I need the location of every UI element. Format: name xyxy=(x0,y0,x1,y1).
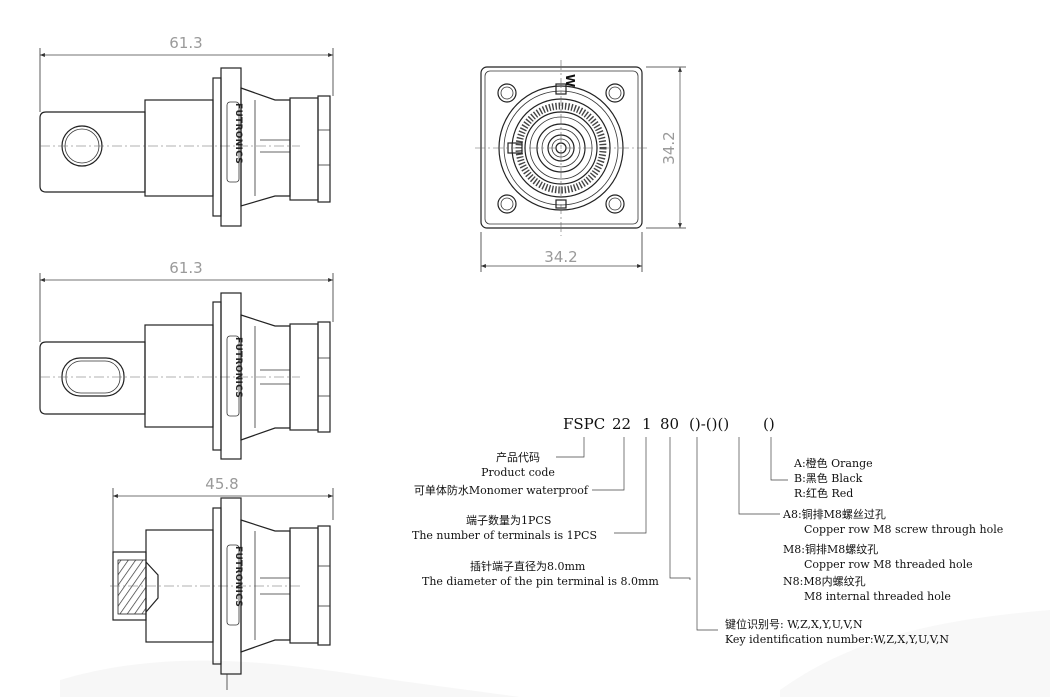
label-key-id-en: Key identification number:W,Z,X,Y,U,V,N xyxy=(725,633,949,646)
dim-length-bottom: 45.8 xyxy=(205,475,238,493)
brand-logo-top: FUTRONICS xyxy=(233,103,243,164)
background-watermark xyxy=(60,610,1050,697)
dim-length-top: 61.3 xyxy=(169,34,202,52)
label-terminals-cn: 端子数量为1PCS xyxy=(466,514,551,527)
front-view: W 34.2 34.2 xyxy=(475,60,686,272)
code-terminals: 1 xyxy=(642,415,652,433)
label-m8-cn: M8:铜排M8螺纹孔 xyxy=(783,542,878,556)
dim-square-height: 34.2 xyxy=(660,131,678,164)
label-diameter-en: The diameter of the pin terminal is 8.0m… xyxy=(422,575,659,588)
code-diameter: 80 xyxy=(660,415,679,433)
label-color-orange: A:橙色 Orange xyxy=(793,456,873,470)
code-options: ()-()() xyxy=(689,415,729,433)
mounting-hole-tl xyxy=(497,83,517,103)
label-product-code-cn: 产品代码 xyxy=(496,450,540,464)
mounting-hole-br xyxy=(605,194,625,214)
label-product-code-en: Product code xyxy=(481,466,555,479)
label-color-black: B:黑色 Black xyxy=(794,471,863,485)
code-series: FSPC xyxy=(563,415,605,433)
part-code-legend: FSPC 22 1 80 ()-()() () 产品代码 Product cod… xyxy=(412,415,1003,646)
brand-logo-bottom: FUTRONICS xyxy=(233,546,243,607)
side-view-top: 61.3 FUTRONICS xyxy=(39,34,334,227)
label-terminals-en: The number of terminals is 1PCS xyxy=(412,529,597,542)
label-color-red: R:红色 Red xyxy=(794,486,853,500)
side-view-bottom: 45.8 FUTRONICS xyxy=(110,475,334,690)
side-view-middle: 61.3 FUTRONICS xyxy=(39,259,334,460)
label-n8-cn: N8:M8内螺纹孔 xyxy=(783,574,866,588)
label-n8-en: M8 internal threaded hole xyxy=(804,590,951,603)
mounting-hole-bl xyxy=(497,194,517,214)
label-m8-en: Copper row M8 threaded hole xyxy=(804,558,973,571)
label-a8-en: Copper row M8 screw through hole xyxy=(804,523,1003,536)
code-size: 22 xyxy=(612,415,631,433)
brand-logo-middle: FUTRONICS xyxy=(233,337,243,398)
label-a8-cn: A8:铜排M8螺丝过孔 xyxy=(782,507,886,521)
key-letter-label: W xyxy=(563,74,577,87)
label-key-id-cn: 键位识别号: W,Z,X,Y,U,V,N xyxy=(725,617,863,631)
label-diameter-cn: 插针端子直径为8.0mm xyxy=(470,559,586,573)
dim-length-middle: 61.3 xyxy=(169,259,202,277)
code-color: () xyxy=(763,415,775,433)
dim-square-width: 34.2 xyxy=(544,248,577,266)
mounting-hole-tr xyxy=(605,83,625,103)
label-monomer-waterproof: 可单体防水Monomer waterproof xyxy=(414,483,589,497)
